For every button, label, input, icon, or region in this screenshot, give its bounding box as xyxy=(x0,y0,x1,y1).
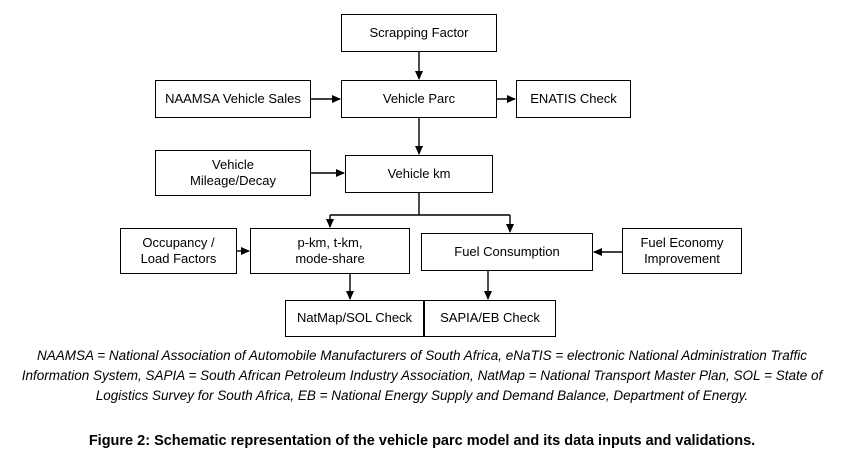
node-vehicle-km: Vehicle km xyxy=(345,155,493,193)
node-fuel-economy-improvement: Fuel Economy Improvement xyxy=(622,228,742,274)
abbreviation-note: NAAMSA = National Association of Automob… xyxy=(21,348,823,403)
arrow-layer xyxy=(237,52,622,300)
vehicle-parc-flowchart: Scrapping Factor NAAMSA Vehicle Sales Ve… xyxy=(120,14,742,337)
node-vehicle-parc: Vehicle Parc xyxy=(341,80,497,118)
node-occupancy-load-factors: Occupancy / Load Factors xyxy=(120,228,237,274)
node-sapia-eb-check: SAPIA/EB Check xyxy=(424,300,556,337)
node-pkm-tkm-mode-share: p-km, t-km, mode-share xyxy=(250,228,410,274)
node-natmap-sol-check: NatMap/SOL Check xyxy=(285,300,424,337)
node-naamsa-vehicle-sales: NAAMSA Vehicle Sales xyxy=(155,80,311,118)
node-scrapping-factor: Scrapping Factor xyxy=(341,14,497,52)
node-fuel-consumption: Fuel Consumption xyxy=(421,233,593,271)
node-enatis-check: ENATIS Check xyxy=(516,80,631,118)
connector-vkm-branch xyxy=(330,193,510,216)
figure-caption: Figure 2: Schematic representation of th… xyxy=(88,433,756,449)
node-vehicle-mileage-decay: Vehicle Mileage/Decay xyxy=(155,150,311,196)
